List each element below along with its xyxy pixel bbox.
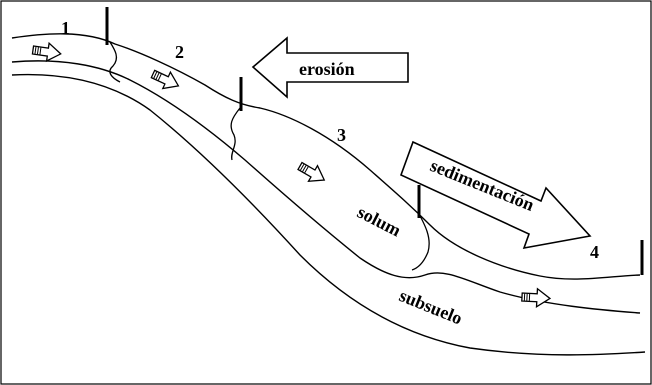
flow-arrow-4 [520,287,552,309]
erosion-arrow [251,36,409,99]
subsoil-label: subsuelo [397,285,466,328]
sedimentation-arrow [399,140,592,250]
ground-surface-line [11,33,641,280]
point-number-2: 2 [175,42,184,62]
solum-label: solum [354,202,404,241]
erosion-label: erosión [299,59,355,79]
point-number-1: 1 [61,18,70,38]
profile-boundary-2 [230,107,241,161]
point-number-3: 3 [337,125,346,145]
flow-arrow-3 [294,157,330,189]
profile-boundary-3 [411,211,430,271]
profile-boundary-1 [109,41,121,83]
flow-arrow-1 [31,40,63,64]
solum-subsoil-boundary [11,60,641,314]
point-number-4: 4 [590,242,599,262]
subsoil-lower-line [11,73,646,356]
